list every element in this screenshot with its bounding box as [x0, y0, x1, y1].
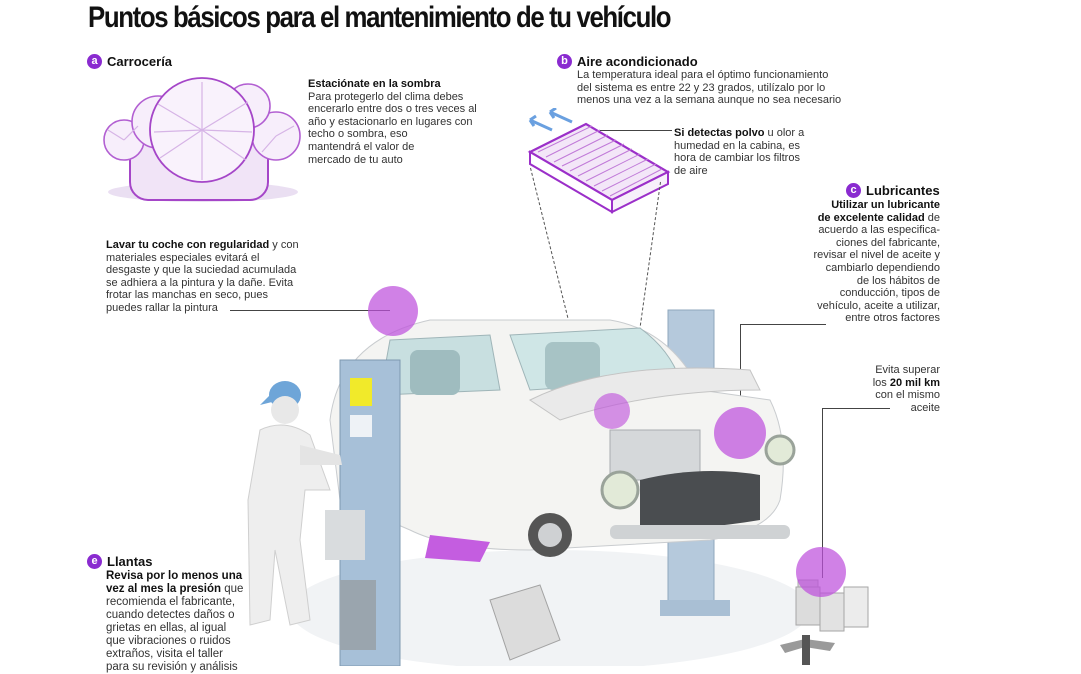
badge-b: b — [557, 54, 572, 69]
text-line: acuerdo a las especifica- — [818, 224, 940, 237]
text-line: hora de cambiar los filtros — [674, 152, 800, 165]
text-line: de aire — [674, 164, 708, 177]
badge-e: e — [87, 554, 102, 569]
section-a-header: a Carrocería — [87, 54, 172, 69]
filter-bold: Si detectas polvo — [674, 127, 765, 139]
section-c-bold-tail: de — [924, 211, 940, 224]
badge-c: c — [846, 183, 861, 198]
oil-leader-vertical — [822, 408, 823, 578]
text-line: de los hábitos de — [856, 274, 940, 287]
section-b-text: La temperatura ideal para el óptimo func… — [577, 69, 867, 107]
text-line: vehículo, aceite a utilizar, — [817, 299, 940, 312]
wash-rest: y con — [269, 239, 299, 251]
text-line: conducción, tipos de — [839, 287, 940, 300]
text-line: con el mismo — [875, 389, 940, 402]
text-line: ciones del fabricante, — [836, 236, 940, 249]
wash-bold: Lavar tu coche con regularidad — [106, 239, 270, 251]
text-line: Para protegerlo del clima debes — [308, 90, 464, 103]
text-line: cuando detectes daños o — [106, 609, 235, 621]
page-title: Puntos básicos para el mantenimiento de … — [88, 1, 672, 34]
section-a-title: Carrocería — [107, 54, 173, 69]
tree-shade-illustration — [103, 77, 301, 202]
section-c-header: c Lubricantes — [846, 183, 940, 198]
lubricant-leader-line — [740, 324, 826, 325]
wash-leader-line — [230, 310, 390, 311]
section-e-bold-line: Revisa por lo menos una — [106, 570, 243, 582]
hotspot-oil-cans — [796, 547, 846, 597]
text-line: humedad en la cabina, es — [674, 139, 800, 152]
filter-leader-line — [600, 130, 672, 131]
text-line: puedes rallar la pintura — [106, 301, 218, 314]
section-e-bold-tail: que — [221, 583, 244, 595]
section-b-header: b Aire acondicionado — [557, 54, 698, 69]
section-c-bold-line: de excelente calidad — [817, 211, 925, 224]
text-line: se adhiera a la pintura y la dañe. Evita — [106, 276, 294, 289]
text-line: que vibraciones o ruidos — [106, 635, 231, 647]
badge-a: a — [87, 54, 102, 69]
text-line: del sistema es entre 22 y 23 grados, uti… — [577, 81, 826, 94]
section-e-title: Llantas — [107, 554, 153, 569]
wash-text: Lavar tu coche con regularidad y con mat… — [106, 239, 346, 315]
text-line: entre otros factores — [845, 312, 940, 325]
hotspot-body — [368, 286, 418, 336]
oil-los: los — [872, 376, 890, 389]
text-line: frotar las manchas en seco, pues — [106, 289, 269, 302]
text-line: materiales especiales evitará el — [106, 251, 260, 264]
oil-text: Evita superar los 20 mil km con el mismo… — [820, 364, 940, 414]
hotspot-air-filter — [594, 393, 630, 429]
text-line: mantendrá el valor de — [308, 140, 415, 153]
jack-stand-illustration — [780, 635, 835, 665]
filter-text: Si detectas polvo u olor a humedad en la… — [674, 127, 824, 177]
text-line: revisar el nivel de aceite y — [813, 249, 940, 262]
section-b-title: Aire acondicionado — [577, 54, 698, 69]
text-line: aceite — [910, 401, 940, 414]
section-e-header: e Llantas — [87, 554, 153, 569]
air-filter-illustration — [527, 108, 671, 214]
oil-bold: 20 mil km — [889, 376, 940, 389]
text-line: desgaste y que la suciedad acumulada — [106, 264, 297, 277]
text-line: Evita superar — [875, 364, 940, 376]
oil-leader-line — [822, 408, 890, 409]
text-line: mercado de tu auto — [308, 153, 403, 166]
text-line: La temperatura ideal para el óptimo func… — [577, 69, 829, 81]
section-a-subtitle: Estaciónate en la sombra — [308, 78, 441, 90]
text-line: techo o sombra, eso — [308, 128, 408, 141]
section-c-title: Lubricantes — [866, 183, 940, 198]
text-line: extraños, visita el taller — [106, 648, 223, 660]
filter-rest: u olor a — [764, 127, 805, 139]
section-c-text: Utilizar un lubricante de excelente cali… — [760, 199, 940, 325]
car-lift-illustration — [247, 309, 819, 666]
text-line: recomienda el fabricante, — [106, 596, 236, 608]
section-e-bold-line: vez al mes la presión — [106, 583, 222, 595]
section-a-text: Estaciónate en la sombra Para protegerlo… — [308, 78, 508, 166]
text-line: grietas en ellas, al igual — [106, 622, 227, 634]
text-line: cambiarlo dependiendo — [825, 261, 940, 274]
hotspot-engine-oil — [714, 407, 766, 459]
text-line: encerarlo entre dos o tres veces al — [308, 103, 477, 116]
text-line: año y estacionarlo en lugares con — [308, 115, 473, 128]
section-c-bold-line: Utilizar un lubricante — [831, 199, 940, 211]
text-line: menos una vez a la semana aunque no sea … — [577, 94, 842, 107]
